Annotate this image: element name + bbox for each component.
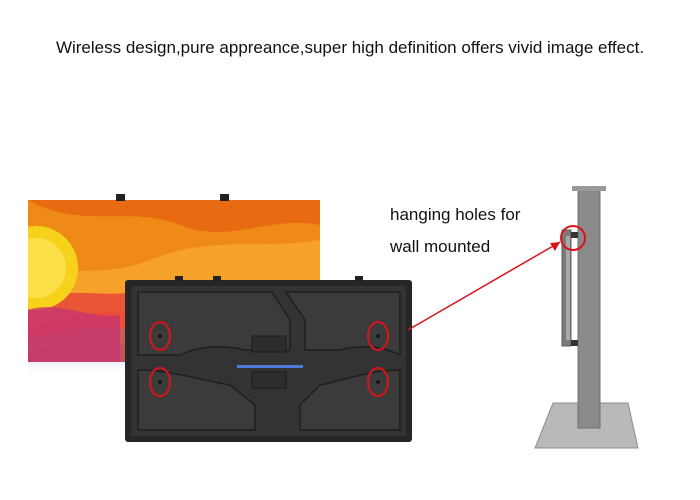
- pointer-arrowhead: [550, 242, 560, 251]
- wall-mount-side-view: [534, 186, 639, 449]
- headline-caption: Wireless design,pure appreance,super hig…: [55, 38, 645, 57]
- hole-marker-top-right: [367, 321, 389, 351]
- hole-marker-top-left: [149, 321, 171, 351]
- hanging-hole-markers: [149, 321, 389, 397]
- annotation-line-2: wall mounted: [390, 237, 491, 256]
- hole-marker-bottom-left: [149, 367, 171, 397]
- pointer-line: [407, 241, 561, 331]
- rear-cabinet: [125, 276, 412, 442]
- annotation-line-1: hanging holes for: [390, 205, 521, 224]
- hole-marker-bottom-right: [367, 367, 389, 397]
- mount-detail-marker: [560, 225, 586, 251]
